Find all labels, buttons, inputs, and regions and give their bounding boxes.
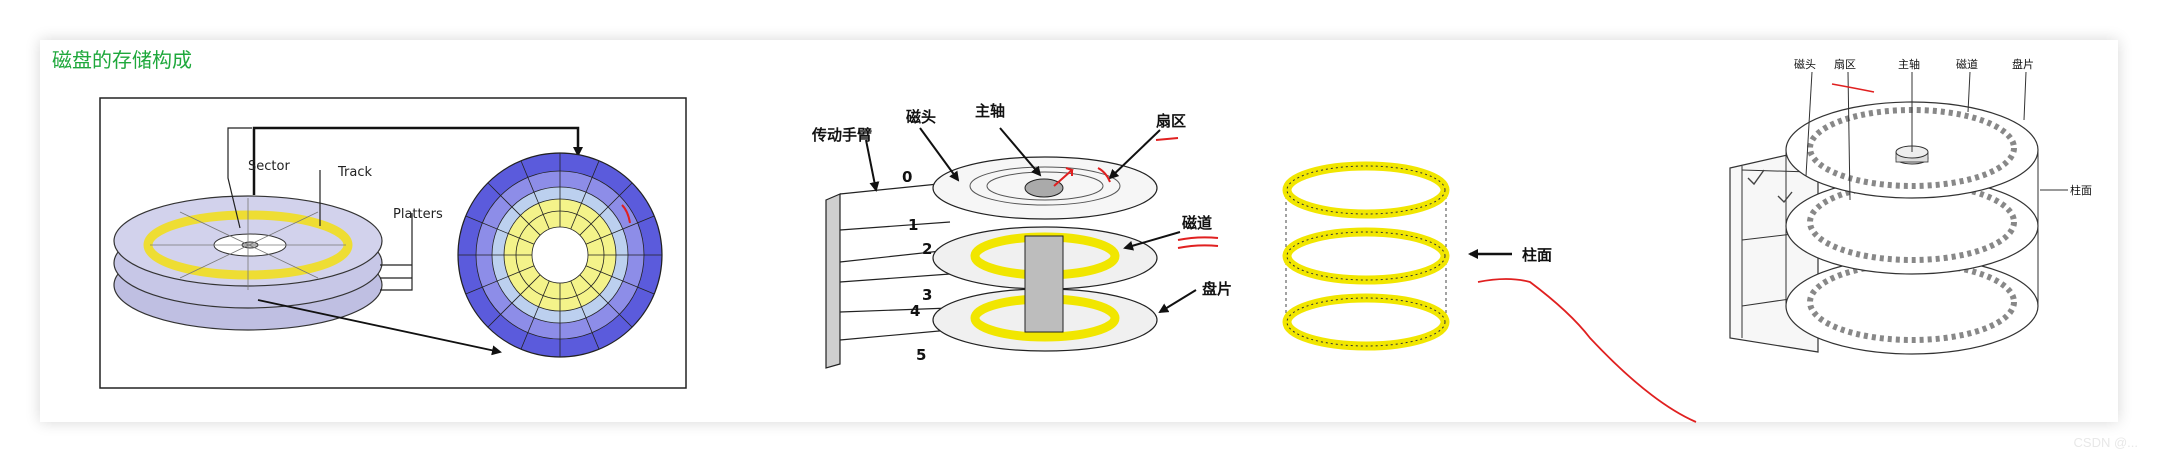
sector-divider (579, 274, 633, 328)
sector-divider (520, 280, 550, 350)
track-label-4: 磁道 (1956, 57, 1978, 71)
figure-4-disk-3d: 磁头 扇区 主轴 磁道 盘片 柱面 (1729, 57, 2092, 355)
platters-label: Platters (393, 207, 443, 222)
red-annotation-3 (1477, 278, 1697, 423)
red-annotation-4 (1831, 83, 1875, 93)
platter-label-2: 盘片 (1202, 280, 1232, 298)
sector-divider (585, 265, 655, 295)
surface-2: 2 (922, 240, 932, 258)
surface-3: 3 (922, 286, 932, 304)
surface-1: 1 (908, 216, 918, 234)
sector-divider (487, 274, 541, 328)
watermark: CSDN @... (2073, 435, 2138, 450)
track-label-2: 磁道 (1182, 214, 1212, 232)
spindle-label: 主轴 (975, 102, 1005, 120)
sector-divider (465, 215, 535, 245)
figure-3-cylinder: 柱面 (1282, 161, 1697, 423)
sector-label: Sector (248, 159, 290, 174)
sector-divider (570, 160, 600, 230)
sector-divider (570, 280, 600, 350)
sector-divider (520, 160, 550, 230)
actuator-arm (825, 193, 841, 369)
sector-divider (465, 265, 535, 295)
red-annotation-1 (621, 204, 631, 224)
platter-label-4: 盘片 (2012, 57, 2034, 71)
sector-divider (579, 182, 633, 236)
sector-label-4: 扇区 (1834, 57, 1856, 71)
sector-label-2: 扇区 (1156, 112, 1186, 130)
surface-0: 0 (902, 168, 912, 186)
head-label-4: 磁头 (1794, 58, 1816, 71)
arm-label: 传动手臂 (811, 126, 872, 144)
red-annotation-2 (1053, 167, 1074, 187)
head-label: 磁头 (906, 108, 936, 126)
surface-5: 5 (916, 346, 926, 364)
figure-2-disk-structure: 传动手臂 磁头 主轴 扇区 磁道 盘片 0 1 2 3 4 5 (811, 102, 1232, 369)
cylinder-label: 柱面 (1522, 246, 1552, 264)
track-label: Track (337, 165, 372, 180)
figure-1-disk-platters: Sector Track Platters (99, 97, 687, 389)
sector-divider (487, 182, 541, 236)
surface-4: 4 (910, 302, 920, 320)
spindle-label-4: 主轴 (1898, 57, 1920, 71)
cylinder-label-4: 柱面 (2070, 183, 2092, 197)
page-title: 磁盘的存储构成 (52, 48, 192, 72)
sector-divider (585, 215, 655, 245)
